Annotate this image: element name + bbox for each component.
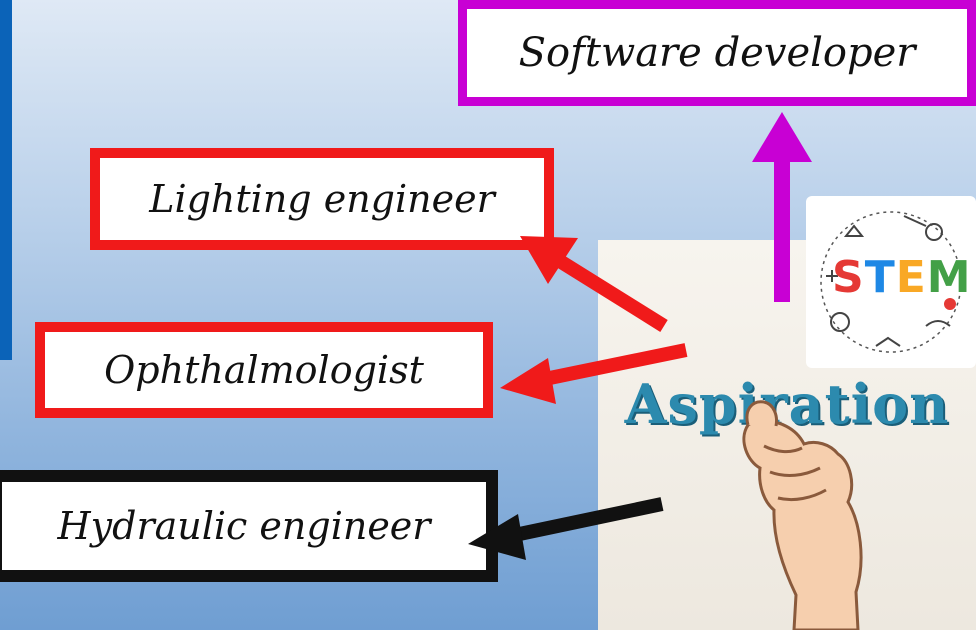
lighting-engineer-box: Lighting engineer	[90, 148, 554, 250]
lighting-engineer-label: Lighting engineer	[149, 177, 495, 221]
arrow-to-ophthalmologist	[500, 343, 688, 404]
software-developer-box: Software developer	[458, 0, 976, 106]
left-accent-bar	[0, 0, 12, 360]
stem-text: STEM	[832, 252, 972, 303]
ophthalmologist-label: Ophthalmologist	[104, 348, 424, 392]
arrow-to-hydraulic-engineer	[468, 497, 664, 560]
stem-letter-t: T	[864, 252, 896, 303]
ophthalmologist-box: Ophthalmologist	[35, 322, 493, 418]
stem-letter-s: S	[832, 252, 865, 303]
software-developer-label: Software developer	[518, 30, 916, 76]
stem-logo: STEM	[806, 196, 976, 368]
stem-letter-e: E	[895, 252, 927, 303]
hand-illustration	[742, 400, 863, 630]
arrow-to-lighting-engineer	[520, 236, 668, 332]
hydraulic-engineer-box: Hydraulic engineer	[0, 470, 498, 582]
arrow-to-software-developer	[752, 112, 812, 302]
hydraulic-engineer-label: Hydraulic engineer	[57, 504, 431, 548]
stem-letter-m: M	[926, 252, 972, 303]
stem-doodles	[820, 211, 962, 353]
